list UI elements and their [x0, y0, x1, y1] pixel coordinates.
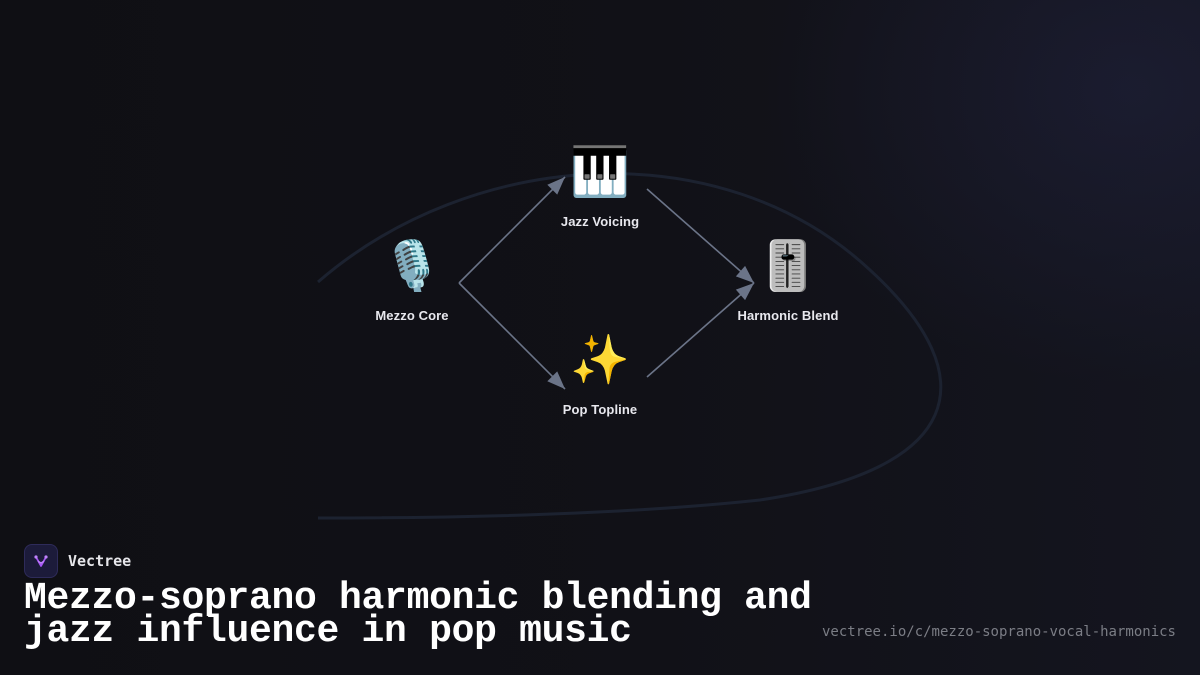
piano-keys-icon: 🎹	[570, 144, 630, 200]
vectree-logo-icon	[24, 544, 58, 578]
sparkles-icon: ✨	[570, 332, 630, 388]
node-harmonic-blend: 🎚️ Harmonic Blend	[708, 238, 868, 323]
node-label: Pop Topline	[562, 402, 638, 417]
diagram-edges	[458, 176, 755, 390]
arrowhead-pop-to-harmonic	[735, 283, 754, 301]
microphone-icon: 🎙️	[382, 238, 442, 294]
edge-mezzo-to-pop	[458, 282, 566, 390]
page-url: vectree.io/c/mezzo-soprano-vocal-harmoni…	[821, 624, 1176, 640]
backdrop-curve	[317, 172, 943, 520]
node-jazz-voicing: 🎹 Jazz Voicing	[520, 144, 680, 229]
node-label: Jazz Voicing	[560, 214, 640, 229]
arrowhead-mezzo-to-jazz	[547, 177, 565, 195]
edge-jazz-to-harmonic	[646, 188, 755, 284]
level-slider-icon: 🎚️	[758, 238, 818, 294]
brand: Vectree	[24, 544, 131, 578]
arrowhead-jazz-to-harmonic	[735, 265, 754, 283]
arrowhead-mezzo-to-pop	[547, 371, 565, 389]
page-title: Mezzo-soprano harmonic blending and jazz…	[24, 577, 812, 653]
node-label: Mezzo Core	[375, 308, 449, 323]
edge-mezzo-to-jazz	[458, 176, 566, 284]
node-mezzo-core: 🎙️ Mezzo Core	[332, 238, 492, 323]
node-label: Harmonic Blend	[737, 308, 839, 323]
edge-pop-to-harmonic	[646, 282, 755, 378]
brand-name: Vectree	[68, 552, 132, 570]
node-pop-topline: ✨ Pop Topline	[520, 332, 680, 417]
